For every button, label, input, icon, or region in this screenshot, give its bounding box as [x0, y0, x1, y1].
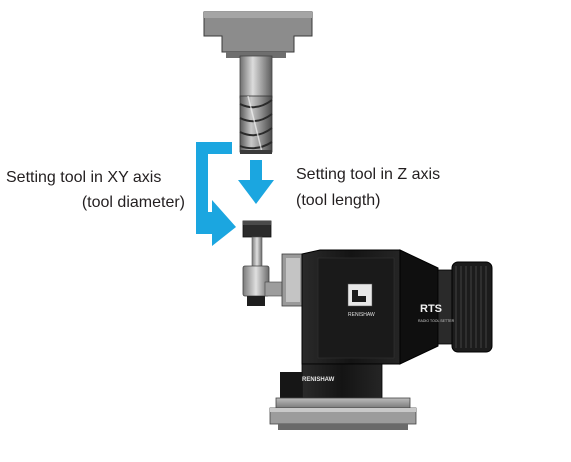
model-subtext: RADIO TOOL SETTER	[418, 319, 455, 323]
z-axis-sublabel: (tool length)	[296, 192, 381, 209]
brand-label-side: RENISHAW	[348, 312, 375, 318]
l-shaped-arrow-icon	[196, 142, 236, 246]
model-label: RTS	[420, 303, 442, 315]
down-arrow-icon	[238, 160, 274, 204]
stylus-shaft	[251, 236, 263, 268]
xy-axis-label: Setting tool in XY axis	[6, 169, 162, 186]
probe-arm	[281, 253, 305, 307]
battery-cap: RTS RADIO TOOL SETTER	[418, 261, 493, 353]
tool-setter-body: RENISHAW	[301, 249, 439, 365]
base-plate	[269, 397, 417, 430]
end-mill-cutter	[239, 95, 273, 154]
tool-setter-column: RENISHAW	[280, 363, 383, 399]
z-axis-label: Setting tool in Z axis	[296, 166, 441, 183]
brand-label-base: RENISHAW	[302, 377, 335, 383]
stylus-tip	[242, 220, 272, 238]
cutting-tool-shank	[239, 55, 273, 99]
xy-axis-sublabel: (tool diameter)	[81, 194, 185, 211]
stylus-holder	[242, 265, 288, 306]
machine-spindle	[203, 11, 313, 58]
